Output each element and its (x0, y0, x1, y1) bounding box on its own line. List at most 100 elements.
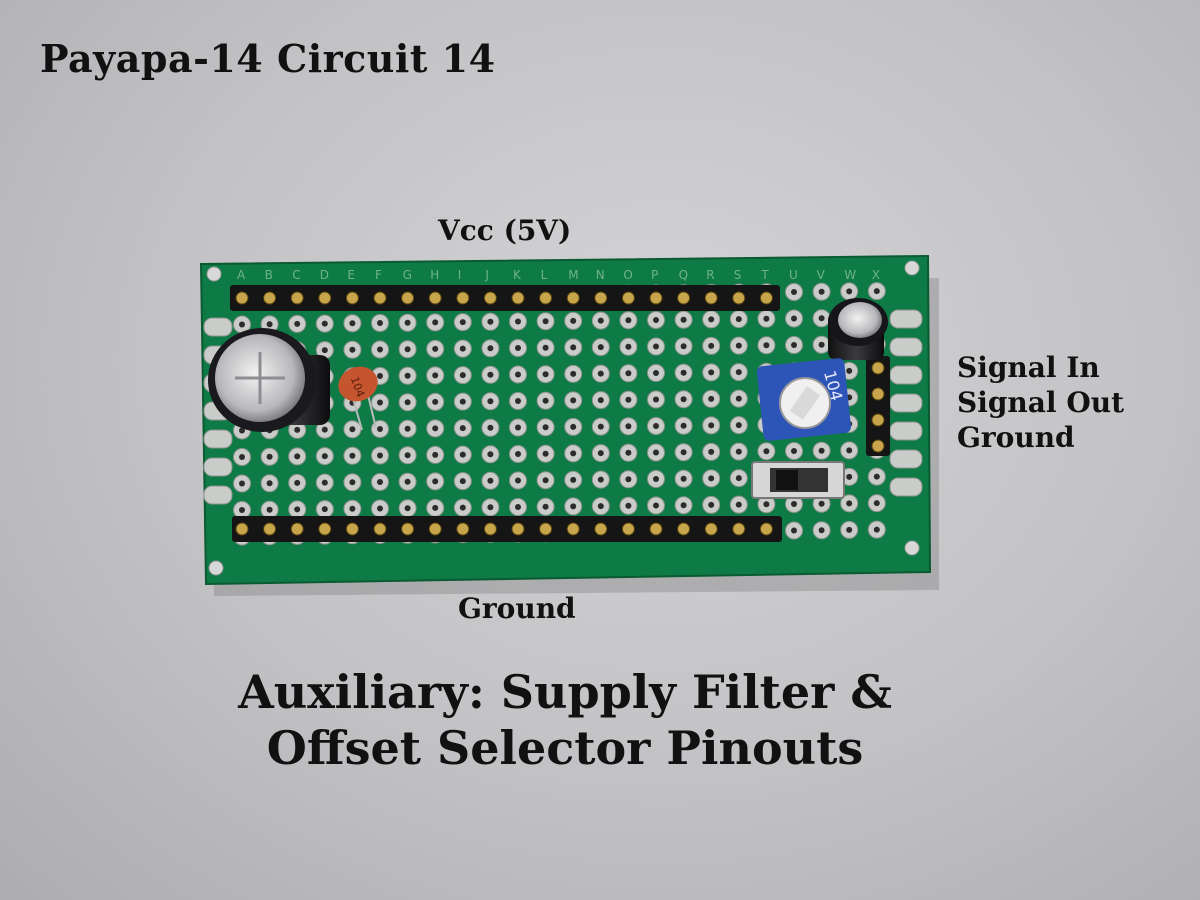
pad-hole (570, 476, 577, 483)
ground-label-right: Ground (957, 421, 1075, 454)
edge-pad-right (889, 421, 923, 441)
pad-hole (432, 372, 439, 379)
pad-hole (459, 398, 466, 405)
pad-hole (404, 372, 411, 379)
pad-hole (515, 477, 521, 484)
column-letter: W (844, 268, 856, 282)
pad-hole (404, 478, 411, 485)
pad-hole (625, 423, 632, 430)
pad-hole (708, 342, 715, 349)
pad-hole (239, 480, 245, 487)
pad-hole (542, 503, 549, 510)
pad-hole (515, 318, 521, 325)
pad-hole (294, 453, 301, 460)
column-letter: R (706, 268, 714, 282)
pad-hole (791, 501, 797, 507)
header-pin (235, 291, 249, 305)
pad-hole (791, 289, 797, 295)
header-pin (318, 291, 332, 305)
edge-pad-right (889, 337, 923, 357)
pad-hole (846, 526, 853, 533)
pad-hole (349, 346, 356, 353)
header-pin (456, 522, 470, 536)
pad-hole (597, 317, 604, 324)
pad-hole (791, 527, 797, 534)
edge-pad-right (889, 449, 923, 469)
caption: Auxiliary: Supply Filter & Offset Select… (0, 664, 1130, 776)
header-pin (428, 522, 442, 536)
edge-pad-left (203, 457, 233, 477)
pad-hole (294, 479, 301, 486)
signal-in-label: Signal In (957, 351, 1100, 384)
edge-pad-right (889, 477, 923, 497)
pad-hole (515, 424, 521, 431)
pad-hole (818, 447, 825, 454)
pad-hole (570, 503, 577, 510)
pad-hole (266, 453, 273, 460)
pad-hole (818, 341, 825, 348)
header-pin (704, 522, 718, 536)
pad-hole (735, 475, 742, 482)
pad-hole (432, 478, 439, 485)
pad-hole (542, 318, 549, 325)
column-letter: F (375, 268, 382, 282)
pad-hole (542, 477, 549, 484)
pad-hole (515, 345, 521, 351)
pad-hole (625, 396, 632, 403)
slide-switch (751, 461, 845, 499)
pad-hole (377, 346, 383, 353)
pad-hole (570, 450, 577, 457)
pad-hole (404, 505, 411, 512)
header-pin (511, 291, 525, 305)
pad-hole (763, 501, 770, 508)
edge-pad-right (889, 365, 923, 385)
pad-hole (570, 423, 577, 430)
pad-hole (653, 502, 659, 509)
pad-hole (515, 371, 521, 378)
pad-hole (349, 320, 356, 327)
pad-hole (294, 320, 301, 327)
pad-hole (404, 346, 411, 353)
pad-hole (349, 505, 356, 512)
pad-hole (625, 502, 632, 509)
pad-hole (597, 476, 604, 483)
pad-hole (321, 479, 328, 486)
pad-hole (653, 317, 659, 323)
pad-hole (735, 369, 742, 376)
pad-hole (846, 473, 853, 480)
pad-hole (377, 373, 383, 379)
pad-hole (377, 505, 383, 512)
pad-hole (459, 345, 466, 352)
pad-hole (735, 342, 742, 349)
pad-hole (735, 501, 742, 508)
pad-hole (625, 476, 632, 483)
header-pin (871, 413, 885, 427)
pad-hole (735, 422, 742, 429)
pad-hole (708, 369, 715, 376)
pad-hole (818, 315, 825, 322)
pad-hole (791, 448, 797, 454)
pad-hole (680, 422, 687, 429)
pad-hole (763, 448, 770, 455)
pad-hole (846, 288, 853, 295)
pad-hole (597, 370, 604, 377)
column-letter: U (789, 268, 798, 282)
pad-hole (542, 450, 549, 457)
column-letter: O (623, 268, 632, 282)
column-letter: P (651, 268, 658, 282)
column-letter: S (734, 268, 742, 282)
pad-hole (459, 504, 466, 511)
pad-hole (377, 399, 383, 406)
pad-hole (680, 396, 687, 403)
column-letter: C (292, 268, 300, 282)
pad-hole (377, 452, 383, 459)
header-pin (345, 291, 359, 305)
pin-headers (230, 285, 890, 542)
pad-hole (570, 317, 577, 324)
pad-hole (377, 479, 383, 485)
pad-hole (542, 424, 549, 431)
pad-hole (542, 344, 549, 351)
header-pin (483, 522, 497, 536)
pad-hole (818, 527, 825, 534)
header-pin (649, 291, 663, 305)
